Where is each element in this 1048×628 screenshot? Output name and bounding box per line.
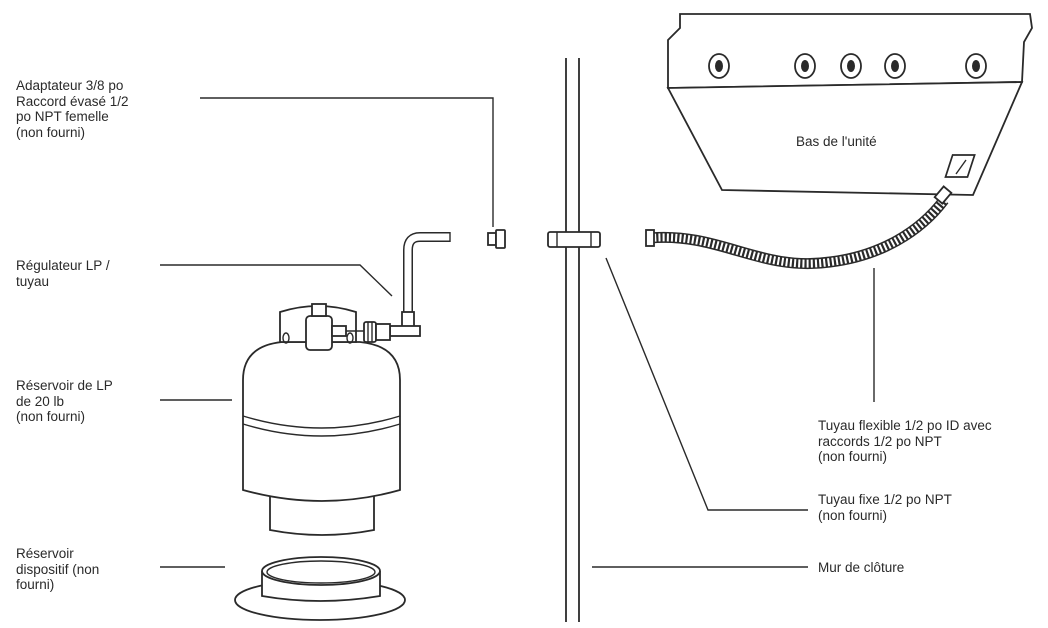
fixed-pipe-label-line: Tuyau fixe 1/2 po NPT <box>818 492 952 507</box>
flex-hose-label-line: (non fourni) <box>818 449 888 464</box>
fixed-pipe-fitting <box>547 231 601 248</box>
lp-tank-shape <box>242 303 401 536</box>
unit-bottom-label: Bas de l'unité <box>796 134 877 149</box>
unit-bottom-shape <box>666 13 1033 196</box>
fixed-pipe-label-line: (non fourni) <box>818 507 888 523</box>
tank-label: Réservoir de LP de 20 lb (non fourni) <box>16 378 113 425</box>
adapter-fitting <box>487 229 506 249</box>
adapter-label-line: Adaptateur 3/8 po <box>16 78 124 93</box>
flex-hose-label-line: raccords 1/2 po NPT <box>818 433 942 449</box>
leader-lines <box>160 97 875 568</box>
tank-device-label-line: Réservoir <box>16 546 74 561</box>
adapter-label-line: (non fourni) <box>16 124 86 140</box>
regulator-label-line: Régulateur LP / <box>16 258 110 273</box>
tank-label-line: (non fourni) <box>16 409 86 424</box>
fence-wall-shape <box>565 58 580 622</box>
tank-device-shape <box>234 556 406 621</box>
flex-hose-label-line: Tuyau flexible 1/2 po ID avec <box>818 418 992 433</box>
adapter-label-line: Raccord évasé 1/2 <box>16 93 129 109</box>
regulator-hose-shape <box>346 232 451 343</box>
adapter-label-line: po NPT femelle <box>16 109 109 124</box>
tank-device-label: Réservoir dispositif (non fourni) <box>16 546 99 593</box>
flex-hose-label: Tuyau flexible 1/2 po ID avec raccords 1… <box>818 418 992 465</box>
unit-knobs <box>708 53 987 79</box>
tank-label-line: Réservoir de LP <box>16 378 113 393</box>
adapter-label: Adaptateur 3/8 po Raccord évasé 1/2 po N… <box>16 78 129 140</box>
fixed-pipe-label: Tuyau fixe 1/2 po NPT (non fourni) <box>818 492 952 523</box>
regulator-label: Régulateur LP / tuyau <box>16 258 110 289</box>
regulator-label-line: tuyau <box>16 273 50 289</box>
tank-device-label-line: fourni) <box>16 577 55 592</box>
flexible-hose-shape <box>645 185 953 270</box>
tank-label-line: de 20 lb <box>16 393 65 409</box>
fence-wall-label: Mur de clôture <box>818 560 905 575</box>
tank-device-label-line: dispositif (non <box>16 561 100 577</box>
